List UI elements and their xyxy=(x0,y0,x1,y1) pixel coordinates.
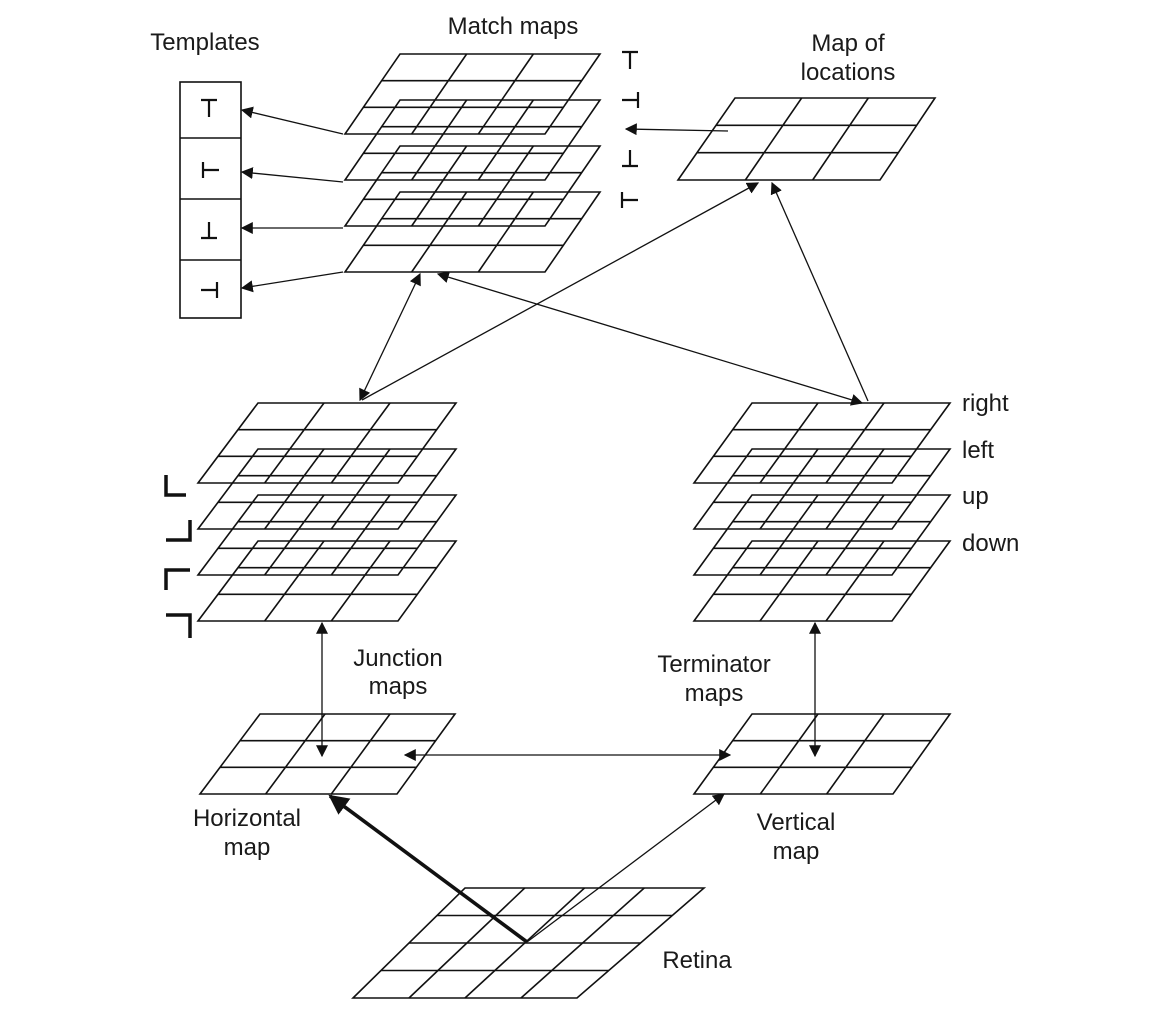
retina xyxy=(351,887,707,999)
junction-map-layer-4 xyxy=(196,540,458,622)
map-of-locations xyxy=(676,97,937,181)
arrow-match2-to-template2 xyxy=(240,167,344,183)
junction-maps-stack xyxy=(196,402,458,622)
arrow-locations-to-match xyxy=(624,123,729,136)
direction-label-left: left xyxy=(962,437,994,464)
terminator-maps-stack xyxy=(692,402,952,622)
junction-glyph-corner-bl-icon xyxy=(164,475,186,497)
arrow-retina-to-vertical xyxy=(526,793,725,943)
junction-map-layer-2 xyxy=(196,448,458,530)
vertical-map xyxy=(692,713,952,795)
junction-glyph-corner-tl-icon xyxy=(164,568,190,590)
arrow-terminator-to-locations xyxy=(770,181,869,402)
terminator-map-layer-up xyxy=(692,494,952,576)
map-of-locations-label-line1: Map of xyxy=(811,30,885,57)
junction-maps-label-line2: maps xyxy=(369,673,428,700)
arrow-match4-to-template4 xyxy=(240,271,344,293)
terminator-map-layer-down xyxy=(692,540,952,622)
template-glyph-t-left-icon xyxy=(201,162,219,178)
match-maps-stack xyxy=(343,53,602,273)
match-map-layer-3 xyxy=(343,145,602,227)
templates-box xyxy=(179,81,242,319)
match-map-layer-4 xyxy=(343,191,602,273)
match-maps-label: Match maps xyxy=(448,13,579,40)
terminator-maps-label-line1: Terminator xyxy=(657,651,770,678)
junction-maps-label-line1: Junction xyxy=(353,645,442,672)
template-glyph-t-down-icon xyxy=(201,222,217,240)
arrow-junction-to-locations xyxy=(361,182,760,401)
connections xyxy=(240,106,869,944)
arrow-retina-to-horizontal xyxy=(328,794,529,944)
arrow-junction-match xyxy=(359,272,421,402)
match-glyph-t-down-icon xyxy=(622,150,638,168)
retina-label: Retina xyxy=(662,947,732,974)
horizontal-map-label-line2: map xyxy=(224,834,271,861)
direction-label-down: down xyxy=(962,530,1019,557)
junction-glyph-corner-br-icon xyxy=(166,520,192,542)
template-glyph-t-right-icon xyxy=(201,282,219,298)
arrow-match1-to-template1 xyxy=(240,106,344,135)
match-map-layer-1 xyxy=(343,53,602,135)
vertical-map-label-line2: map xyxy=(773,838,820,865)
template-glyph-t-up-icon xyxy=(201,98,217,117)
direction-label-up: up xyxy=(962,483,989,510)
terminator-map-layer-left xyxy=(692,448,952,530)
templates-column xyxy=(179,81,242,319)
direction-label-right: right xyxy=(962,390,1009,417)
match-map-layer-2 xyxy=(343,99,602,181)
match-glyph-t-right-icon xyxy=(622,92,640,108)
horizontal-map-label-line1: Horizontal xyxy=(193,805,301,832)
junction-glyph-corner-tr-icon xyxy=(166,613,192,638)
junction-map-layer-3 xyxy=(196,494,458,576)
match-glyph-t-left-icon xyxy=(620,192,638,208)
vertical-map-label-line1: Vertical xyxy=(757,809,836,836)
terminator-maps-label-line2: maps xyxy=(685,680,744,707)
templates-label: Templates xyxy=(150,29,259,56)
map-of-locations-label-line2: locations xyxy=(801,59,896,86)
terminator-map-layer-right xyxy=(692,402,952,484)
junction-map-layer-1 xyxy=(196,402,458,484)
horizontal-map xyxy=(198,713,457,795)
arrow-terminator-match xyxy=(436,271,864,406)
match-glyph-t-up-icon xyxy=(622,50,638,69)
